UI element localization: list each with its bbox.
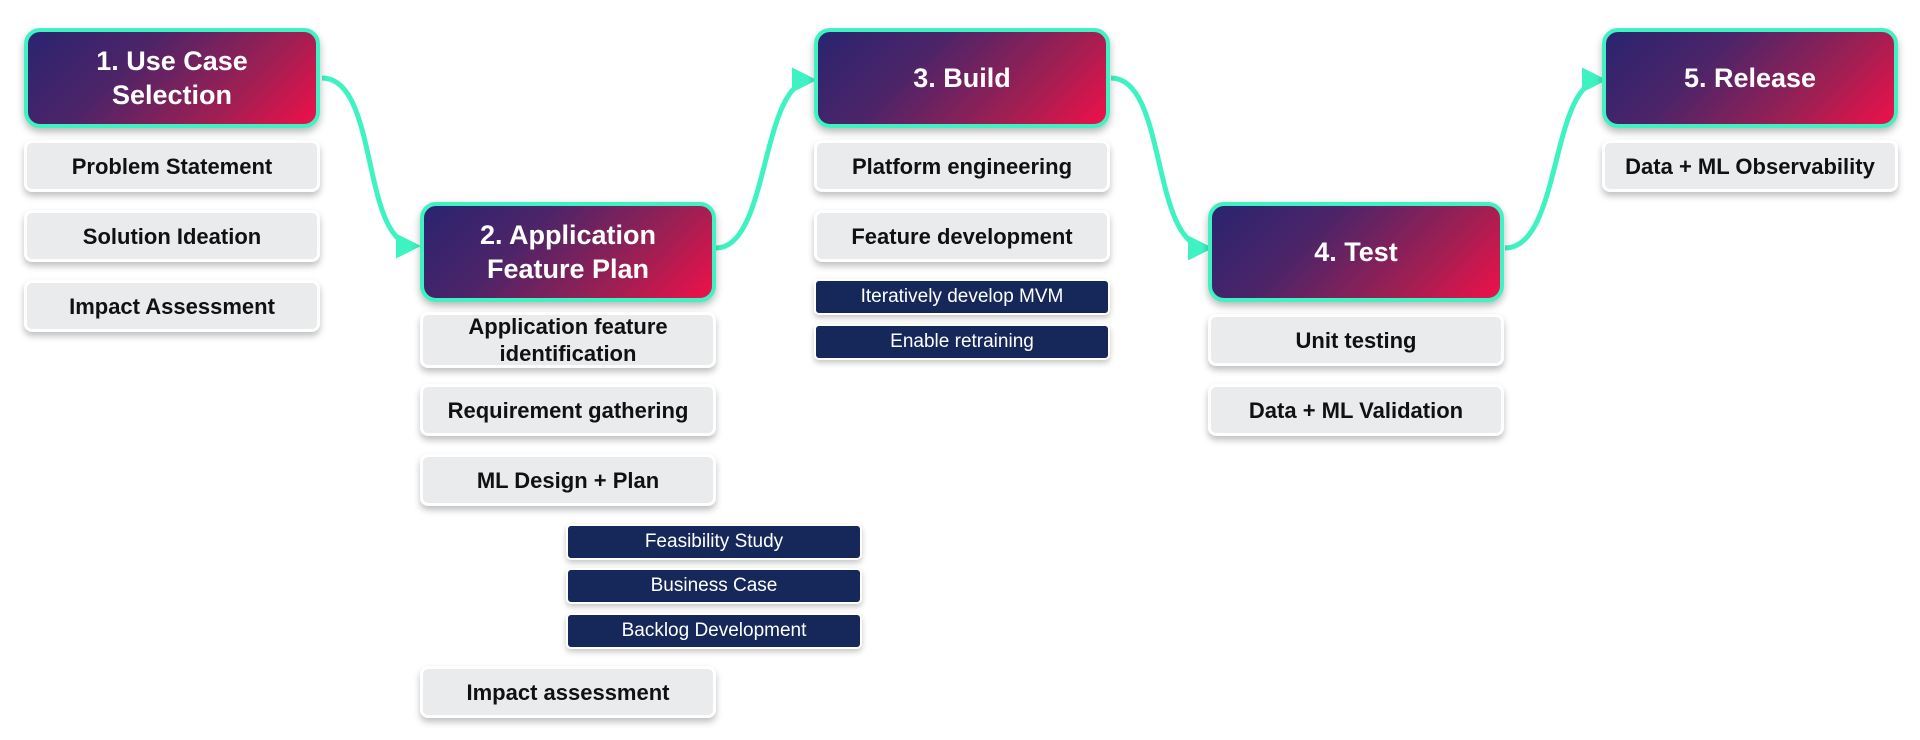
task-ml-design-plan[interactable]: ML Design + Plan xyxy=(420,454,716,506)
stage-label: 2. Application Feature Plan xyxy=(479,220,656,284)
task-requirement-gathering[interactable]: Requirement gathering xyxy=(420,384,716,436)
task-impact-assessment-plan[interactable]: Impact assessment xyxy=(420,666,716,718)
connector-arrow-3-to-4 xyxy=(1110,75,1213,261)
task-label: Feature development xyxy=(851,223,1073,249)
task-label: Impact assessment xyxy=(466,679,670,705)
stage-label: 1. Use Case Selection xyxy=(96,46,248,110)
task-feature-development[interactable]: Feature development xyxy=(814,210,1110,262)
stage-label: 4. Test xyxy=(1314,237,1398,267)
task-unit-testing[interactable]: Unit testing xyxy=(1208,314,1504,366)
stage-build[interactable]: 3. Build xyxy=(814,28,1110,128)
task-data-ml-observability[interactable]: Data + ML Observability xyxy=(1602,140,1898,192)
connector-arrow-2-to-3 xyxy=(715,67,817,251)
subtask-label: Backlog Development xyxy=(621,620,807,641)
task-problem-statement[interactable]: Problem Statement xyxy=(24,140,320,192)
stage-release[interactable]: 5. Release xyxy=(1602,28,1898,128)
subtask-label: Business Case xyxy=(650,575,778,596)
subtask-iteratively-develop-mvm[interactable]: Iteratively develop MVM xyxy=(814,279,1110,315)
task-label: Solution Ideation xyxy=(82,223,262,249)
subtask-backlog-development[interactable]: Backlog Development xyxy=(566,613,862,649)
stage-label: 3. Build xyxy=(913,63,1011,93)
stage-application-feature-plan[interactable]: 2. Application Feature Plan xyxy=(420,202,716,302)
task-data-ml-validation[interactable]: Data + ML Validation xyxy=(1208,384,1504,436)
subtask-enable-retraining[interactable]: Enable retraining xyxy=(814,324,1110,360)
task-label: ML Design + Plan xyxy=(476,467,660,493)
connector-arrow-4-to-5 xyxy=(1504,67,1607,251)
task-label: Data + ML Observability xyxy=(1625,153,1875,179)
subtask-feasibility-study[interactable]: Feasibility Study xyxy=(566,524,862,560)
task-label: Requirement gathering xyxy=(447,397,689,423)
stage-test[interactable]: 4. Test xyxy=(1208,202,1504,302)
connector-arrow-1-to-2 xyxy=(321,75,421,259)
subtask-business-case[interactable]: Business Case xyxy=(566,568,862,604)
task-solution-ideation[interactable]: Solution Ideation xyxy=(24,210,320,262)
subtask-label: Enable retraining xyxy=(890,331,1034,352)
task-label: Data + ML Validation xyxy=(1248,397,1464,423)
stage-use-case-selection[interactable]: 1. Use Case Selection xyxy=(24,28,320,128)
subtask-label: Iteratively develop MVM xyxy=(860,286,1064,307)
task-label: Platform engineering xyxy=(851,153,1073,179)
task-label: Impact Assessment xyxy=(69,293,275,319)
task-label: Application feature identification xyxy=(468,314,668,366)
task-platform-engineering[interactable]: Platform engineering xyxy=(814,140,1110,192)
task-application-feature-identification[interactable]: Application feature identification xyxy=(420,312,716,368)
task-impact-assessment[interactable]: Impact Assessment xyxy=(24,280,320,332)
task-label: Unit testing xyxy=(1295,327,1417,353)
subtask-label: Feasibility Study xyxy=(644,531,784,552)
stage-label: 5. Release xyxy=(1683,63,1817,93)
task-label: Problem Statement xyxy=(71,153,273,179)
